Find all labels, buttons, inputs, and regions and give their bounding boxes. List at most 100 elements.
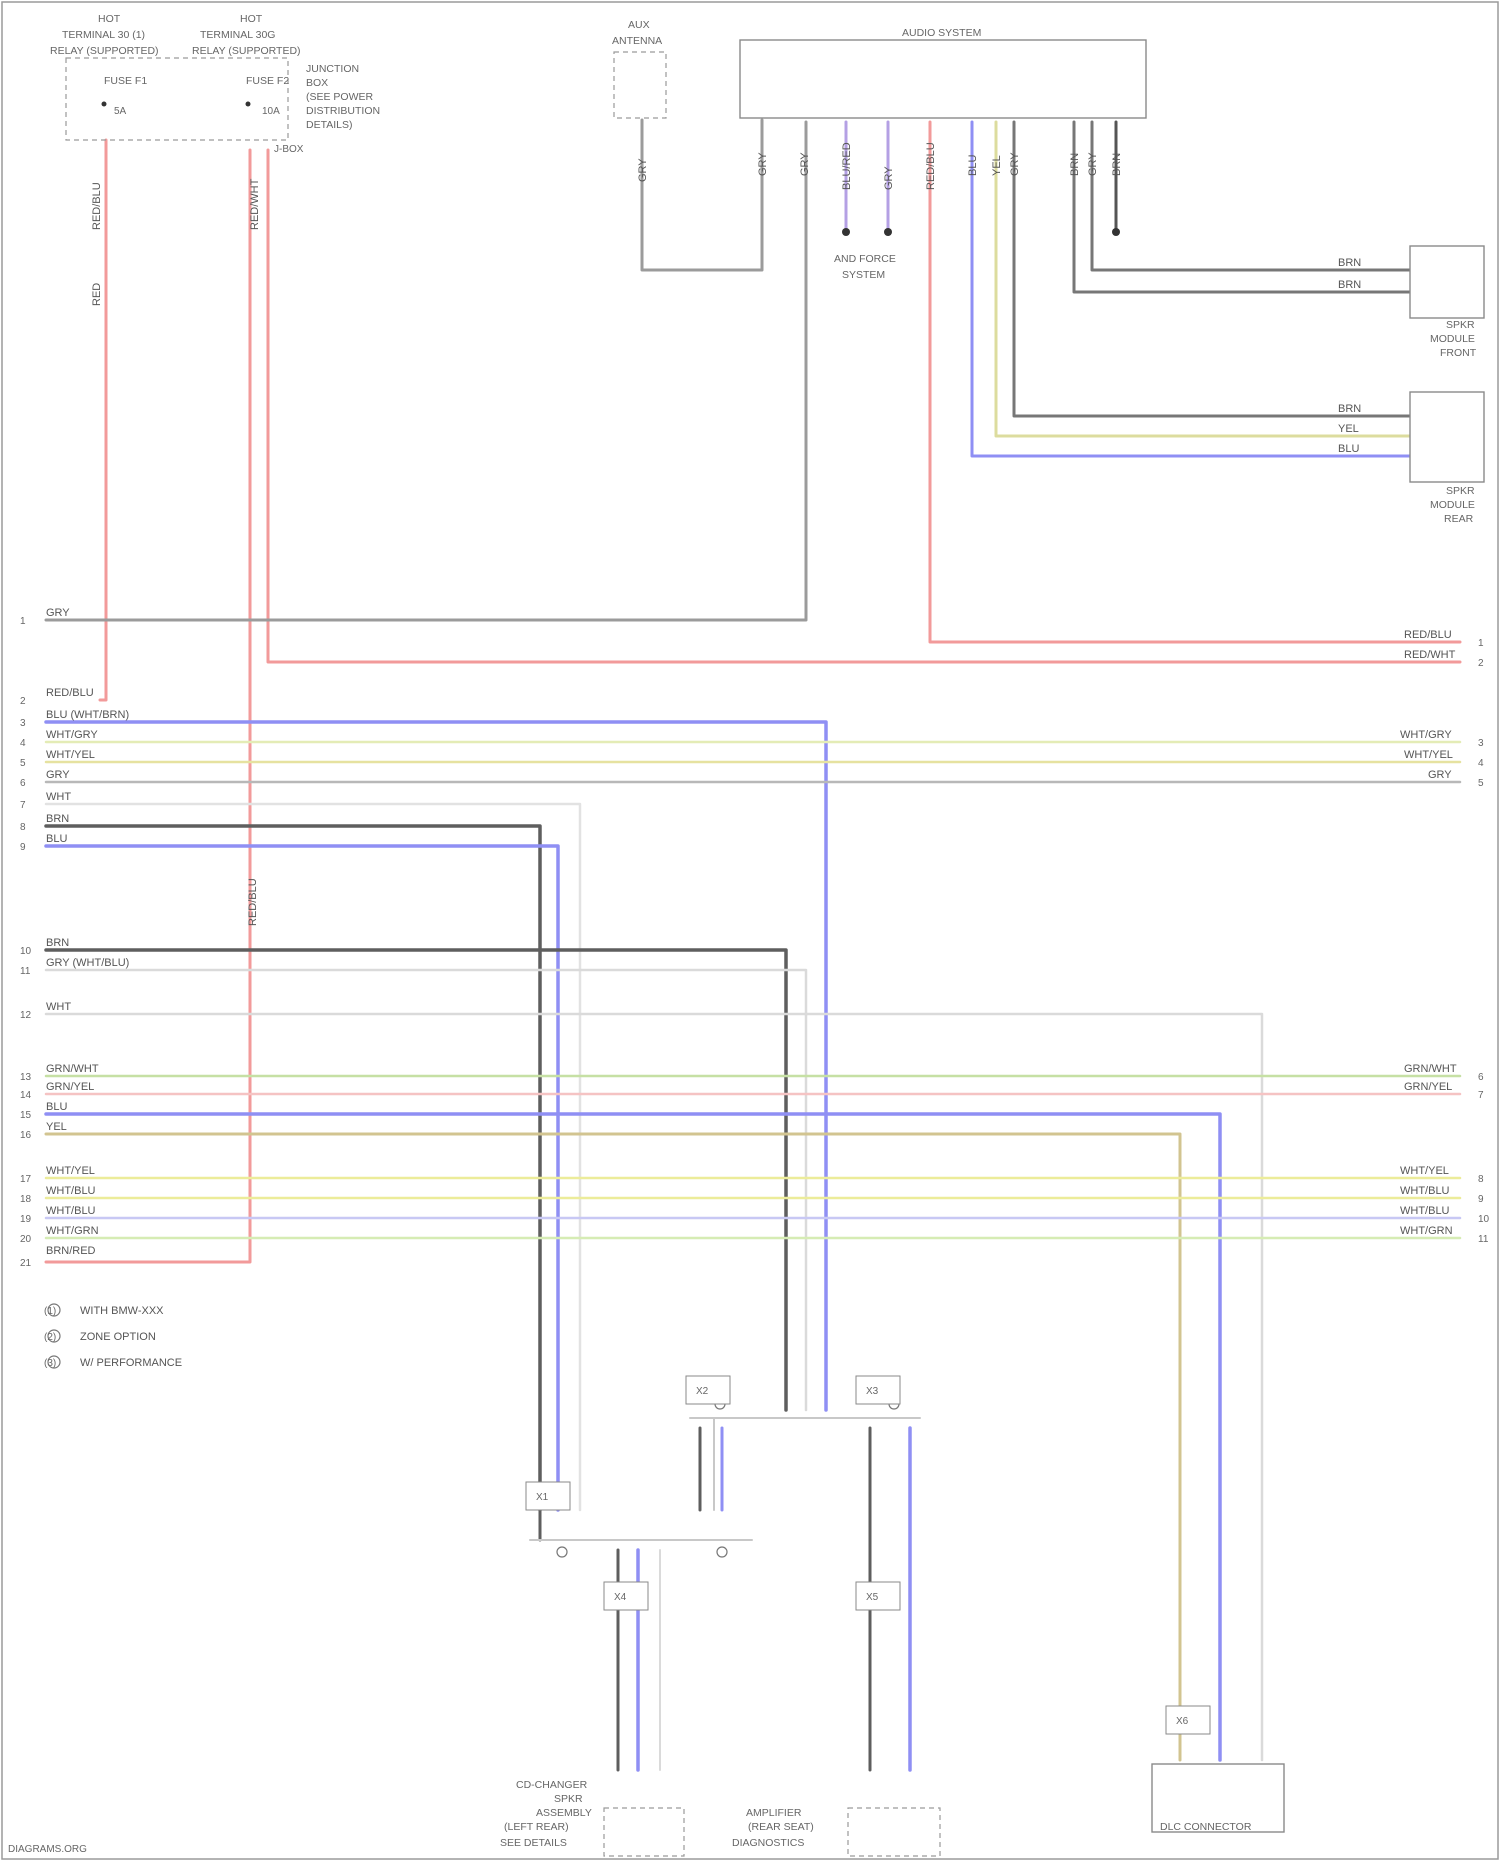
wire-label-g7_r: WHT/GRN (1400, 1225, 1453, 1237)
wire-label-y4_l: WHT/YEL (46, 1165, 95, 1177)
legend-text-1: WITH BMW-XXX (80, 1305, 164, 1317)
pin-number-7: 7 (20, 800, 26, 811)
pin-number-21: 21 (20, 1258, 32, 1269)
svg-text:SPKR: SPKR (1446, 319, 1475, 331)
wire-light-pin11 (46, 970, 806, 1410)
pin-number-5: 5 (20, 758, 26, 769)
pin-number-16: 16 (20, 1130, 32, 1141)
audio-system-label: AUDIO SYSTEM (902, 27, 981, 39)
wire-label-rd_r1: RED/BLU (1404, 629, 1452, 641)
ground-label-2: SYSTEM (842, 269, 885, 281)
wire-label-m1b: BRN (1338, 279, 1361, 291)
pin-number-11: 11 (20, 966, 31, 977)
speaker-module-rear: SPKR MODULE REAR (1410, 392, 1484, 525)
fuse-left-node (102, 102, 107, 107)
right-pin-9: 9 (1478, 1194, 1484, 1205)
wire-label-gy_r: GRY (1428, 769, 1452, 781)
wire-label-y5_l: WHT/BLU (46, 1185, 96, 1197)
pin-number-13: 13 (20, 1072, 32, 1083)
wire-label-v_au1: GRY (757, 152, 769, 176)
legend: (1) (2) (3) WITH BMW-XXX ZONE OPTION W/ … (44, 1304, 182, 1369)
connector-label-X3: X3 (866, 1386, 879, 1397)
wire-gray-antenna (642, 120, 762, 270)
wire-label-v_au10: GRY (1087, 152, 1099, 176)
fuse-side-note-2: BOX (306, 77, 328, 89)
pin-number-19: 19 (20, 1214, 32, 1225)
wire-label-bl3_l: BLU (46, 1101, 67, 1113)
wire-label-v_red_mid: RED/BLU (247, 878, 259, 926)
right-pin-11: 11 (1478, 1234, 1489, 1245)
wire-label-m2a: BRN (1338, 403, 1361, 415)
wire-label-v_au9: BRN (1069, 153, 1081, 176)
right-pin-1: 1 (1478, 638, 1484, 649)
right-pin-3: 3 (1478, 738, 1484, 749)
wire-label-rd_r2: RED/WHT (1404, 649, 1456, 661)
wire-label-v_au2: GRY (799, 152, 811, 176)
fuse-left-desc-3: RELAY (SUPPORTED) (50, 45, 159, 57)
wires (46, 120, 1460, 1770)
connector-label-X1: X1 (536, 1492, 549, 1503)
wire-label-m2c: BLU (1338, 443, 1359, 455)
wire-label-v_au11: BRN (1111, 153, 1123, 176)
pin-number-3: 3 (20, 718, 26, 729)
pin-number-10: 10 (20, 946, 32, 957)
wire-label-p1_r: GRN/YEL (1404, 1081, 1452, 1093)
wire-label-bk2_l: BRN (46, 937, 69, 949)
fuse-right-label: FUSE F2 (246, 75, 289, 87)
svg-text:REAR: REAR (1444, 513, 1474, 525)
svg-text:FRONT: FRONT (1440, 347, 1477, 359)
wire-label-b6_r: WHT/BLU (1400, 1205, 1450, 1217)
svg-text:AMPLIFIER: AMPLIFIER (746, 1807, 802, 1819)
pin-number-1: 1 (20, 616, 26, 627)
wire-label-rd_l: RED/BLU (46, 687, 94, 699)
wire-label-v_red_l1: RED/BLU (91, 182, 103, 230)
wire-label-v_au3: BLU/RED (841, 142, 853, 190)
fuse-side-note-1: JUNCTION (306, 63, 359, 75)
wire-label-wh4_l: WHT (46, 1001, 71, 1013)
fuse-right-value: 10A (262, 106, 280, 117)
wire-label-wh3_l: GRY (WHT/BLU) (46, 957, 129, 969)
svg-text:SEE DETAILS: SEE DETAILS (500, 1837, 567, 1849)
wire-label-wh_l: WHT/GRY (46, 729, 98, 741)
fuse-side-note-3: (SEE POWER (306, 91, 374, 103)
wire-label-g7_l: WHT/GRN (46, 1225, 99, 1237)
wire-label-v_red_l2: RED (91, 283, 103, 306)
svg-text:(REAR SEAT): (REAR SEAT) (748, 1821, 814, 1833)
wire-light-4 (46, 804, 580, 1510)
wire-red-audio-right (930, 122, 1460, 642)
pin-numbers: 1234567891011121314151617181920211234567… (20, 616, 1490, 1734)
wire-label-m2b: YEL (1338, 423, 1359, 435)
fuse-right-ref: J-BOX (274, 144, 304, 155)
right-pin-5: 5 (1478, 778, 1484, 789)
wire-label-gy1: GRY (46, 607, 70, 619)
svg-text:ASSEMBLY: ASSEMBLY (536, 1807, 592, 1819)
wire-label-wh2_l: WHT (46, 791, 71, 803)
antenna-label-1: AUX (628, 19, 650, 31)
fuse-side-note-4: DISTRIBUTION (306, 105, 380, 117)
wire-label-m1a: BRN (1338, 257, 1361, 269)
pin-number-14: 14 (20, 1090, 32, 1101)
fuse-right-desc-2: TERMINAL 30G (200, 29, 275, 41)
legend-symbol-2: (2) (44, 1332, 56, 1343)
pin-number-6: 6 (20, 778, 26, 789)
pin-number-2: 2 (20, 696, 26, 707)
wire-label-v_red_r: RED/WHT (249, 178, 261, 230)
gnd-node-1 (842, 228, 850, 236)
pin-number-4: 4 (20, 738, 26, 749)
gnd-node-2 (884, 228, 892, 236)
wire-label-g1_l: GRN/WHT (46, 1063, 99, 1075)
fuse-right-desc-1: HOT (240, 13, 263, 25)
wire-tan-pin16 (46, 1134, 1180, 1760)
wire-label-v_au5: RED/BLU (925, 142, 937, 190)
svg-text:MODULE: MODULE (1430, 333, 1475, 345)
pin-number-15: 15 (20, 1110, 32, 1121)
wire-label-gy_l: GRY (46, 769, 70, 781)
legend-text-2: ZONE OPTION (80, 1331, 156, 1343)
fuse-right-node (246, 102, 251, 107)
fuse-left-value: 5A (114, 106, 127, 117)
connector-label-X6: X6 (1176, 1716, 1189, 1727)
pin-number-18: 18 (20, 1194, 32, 1205)
wire-label-wh_r: WHT/GRY (1400, 729, 1452, 741)
svg-text:CD-CHANGER: CD-CHANGER (516, 1779, 588, 1791)
